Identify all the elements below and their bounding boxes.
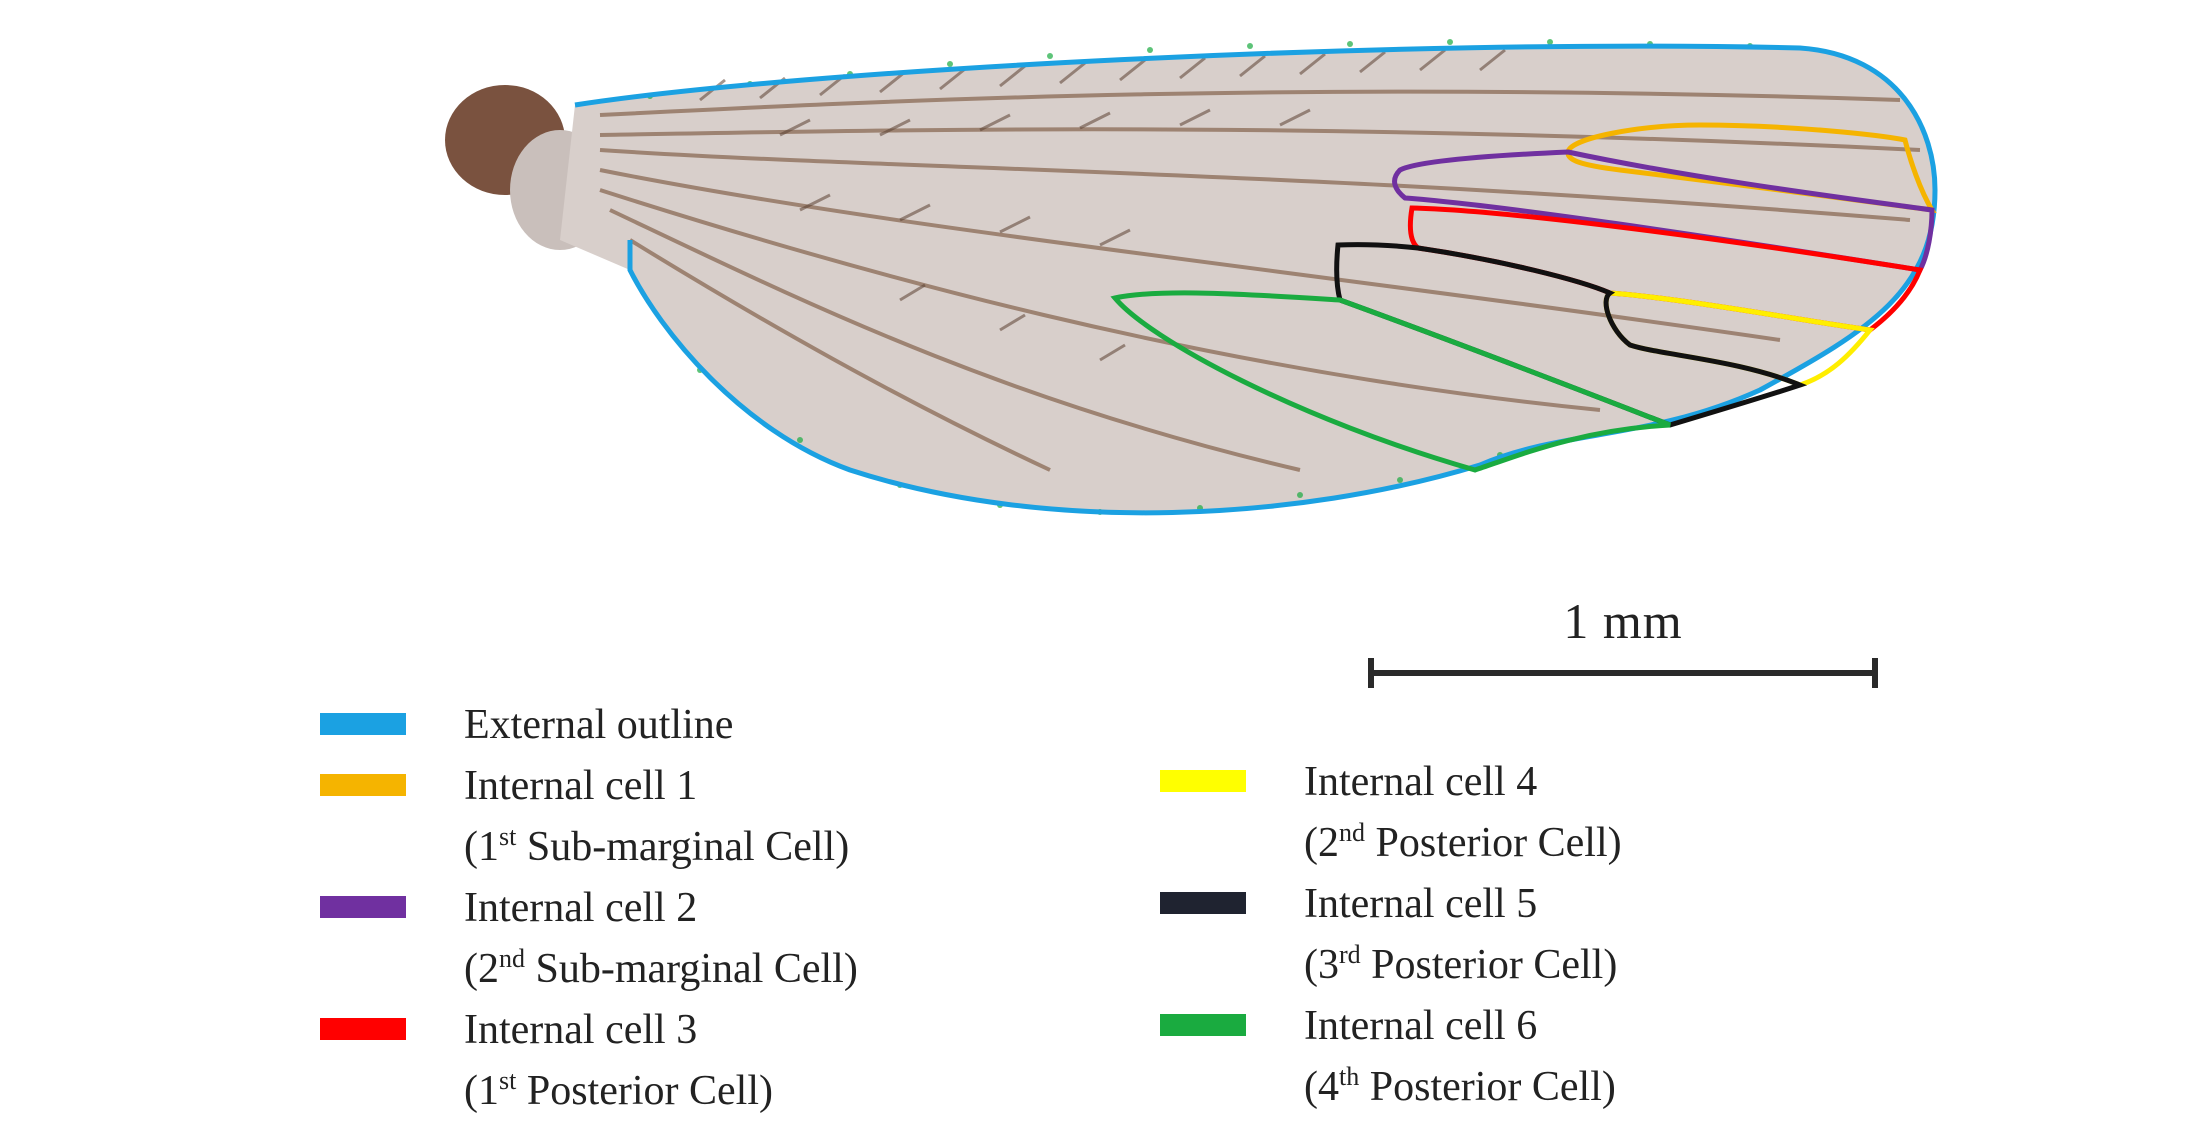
legend-title: Internal cell 4 — [1304, 759, 1538, 805]
legend-item-internal-cell-2: Internal cell 2 (2nd Sub-marginal Cell) — [320, 878, 858, 1000]
legend-swatch — [1160, 892, 1246, 914]
legend-subtitle: (4th Posterior Cell) — [1304, 1062, 1616, 1111]
legend-title: Internal cell 3 — [464, 1007, 698, 1053]
scale-bar-line — [1368, 670, 1878, 676]
legend-swatch — [320, 713, 406, 735]
wing-setae — [699, 48, 1506, 362]
legend-swatch — [320, 774, 406, 796]
legend-item-internal-cell-5: Internal cell 5 (3rd Posterior Cell) — [1160, 874, 1622, 996]
legend-subtitle: (1st Sub-marginal Cell) — [464, 822, 850, 871]
scale-bar: 1 mm — [1368, 592, 1878, 688]
legend-item-internal-cell-4: Internal cell 4 (2nd Posterior Cell) — [1160, 752, 1622, 874]
legend-title: Internal cell 6 — [1304, 1003, 1538, 1049]
wing-membrane — [560, 46, 1935, 513]
legend-swatch — [1160, 1014, 1246, 1036]
legend-swatch — [1160, 770, 1246, 792]
legend-subtitle: (2nd Posterior Cell) — [1304, 818, 1622, 867]
internal-cell-1-outline — [1565, 122, 1937, 214]
legend-item-internal-cell-1: Internal cell 1 (1st Sub-marginal Cell) — [320, 756, 858, 878]
legend-item-internal-cell-3: Internal cell 3 (1st Posterior Cell) — [320, 1000, 858, 1122]
legend-subtitle: (3rd Posterior Cell) — [1304, 940, 1618, 989]
external-outline — [574, 43, 1938, 516]
legend-item-external-outline: External outline — [320, 695, 858, 756]
scale-bar-label: 1 mm — [1563, 593, 1683, 649]
legend-swatch — [320, 1018, 406, 1040]
legend-subtitle: (2nd Sub-marginal Cell) — [464, 944, 858, 993]
legend-subtitle: (1st Posterior Cell) — [464, 1066, 773, 1115]
legend-title: Internal cell 1 — [464, 763, 698, 809]
scale-bar-cap-right — [1872, 658, 1878, 688]
legend-title: Internal cell 2 — [464, 885, 698, 931]
legend-item-internal-cell-6: Internal cell 6 (4th Posterior Cell) — [1160, 996, 1622, 1118]
legend-swatch — [320, 896, 406, 918]
internal-cell-6-outline — [1110, 290, 1671, 473]
wing-veins — [599, 89, 1921, 472]
legend-column-right: Internal cell 4 (2nd Posterior Cell) Int… — [1160, 752, 1622, 1118]
scale-bar-cap-left — [1368, 658, 1374, 688]
legend-title: External outline — [464, 702, 734, 748]
legend-title: Internal cell 5 — [1304, 881, 1538, 927]
wing-figure — [445, 39, 1938, 516]
legend-column-left: External outline Internal cell 1 (1st Su… — [320, 695, 858, 1122]
